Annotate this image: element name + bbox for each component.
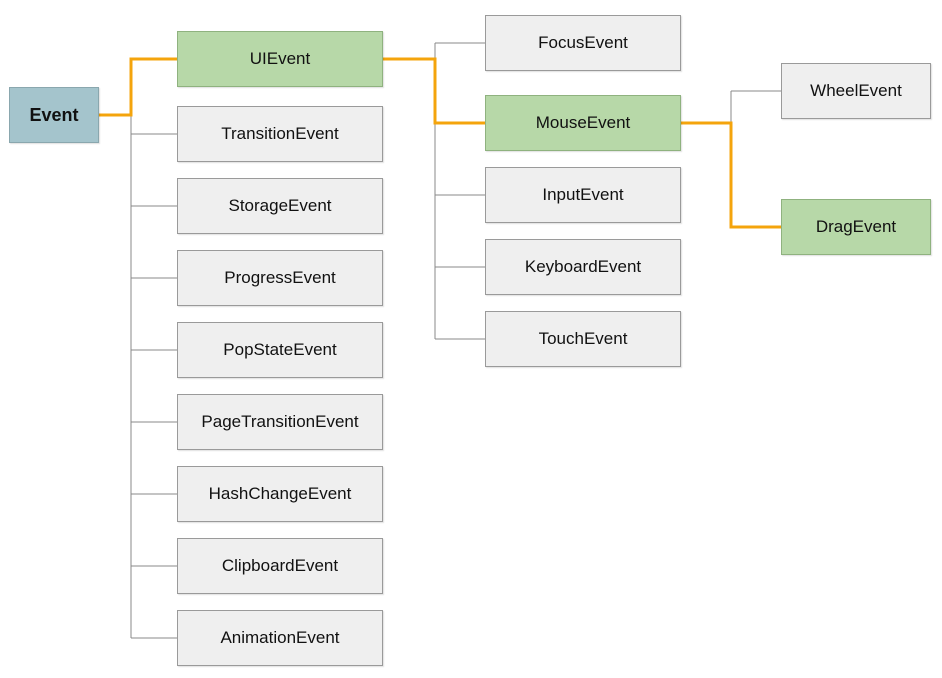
node-label: DragEvent xyxy=(815,217,897,236)
node-event: Event xyxy=(9,87,99,143)
node-drag-event: DragEvent xyxy=(781,199,931,255)
node-keyboard-event: KeyboardEvent xyxy=(485,239,681,295)
node-label: ClipboardEvent xyxy=(221,556,339,575)
node-progress-event: ProgressEvent xyxy=(177,250,383,306)
node-hash-change-event: HashChangeEvent xyxy=(177,466,383,522)
node-label: FocusEvent xyxy=(538,33,628,52)
node-input-event: InputEvent xyxy=(485,167,681,223)
node-label: UIEvent xyxy=(249,49,311,68)
node-page-transition-event: PageTransitionEvent xyxy=(177,394,383,450)
node-label: TransitionEvent xyxy=(221,124,339,143)
node-label: ProgressEvent xyxy=(224,268,336,287)
node-mouse-event: MouseEvent xyxy=(485,95,681,151)
node-popstate-event: PopStateEvent xyxy=(177,322,383,378)
node-transition-event: TransitionEvent xyxy=(177,106,383,162)
node-label: MouseEvent xyxy=(535,113,631,132)
node-animation-event: AnimationEvent xyxy=(177,610,383,666)
node-focus-event: FocusEvent xyxy=(485,15,681,71)
node-label: KeyboardEvent xyxy=(524,257,642,276)
node-label: PageTransitionEvent xyxy=(201,412,359,431)
node-label: TouchEvent xyxy=(538,329,628,348)
node-touch-event: TouchEvent xyxy=(485,311,681,367)
node-ui-event: UIEvent xyxy=(177,31,383,87)
node-label: PopStateEvent xyxy=(223,340,337,359)
plain-connectors xyxy=(130,42,781,639)
node-label: StorageEvent xyxy=(228,196,332,215)
node-clipboard-event: ClipboardEvent xyxy=(177,538,383,594)
node-label: HashChangeEvent xyxy=(208,484,352,503)
node-wheel-event: WheelEvent xyxy=(781,63,931,119)
node-label: Event xyxy=(29,104,79,125)
node-label: InputEvent xyxy=(542,185,624,204)
node-label: WheelEvent xyxy=(810,81,902,100)
node-label: AnimationEvent xyxy=(220,628,340,647)
node-storage-event: StorageEvent xyxy=(177,178,383,234)
highlight-path xyxy=(99,57,781,229)
